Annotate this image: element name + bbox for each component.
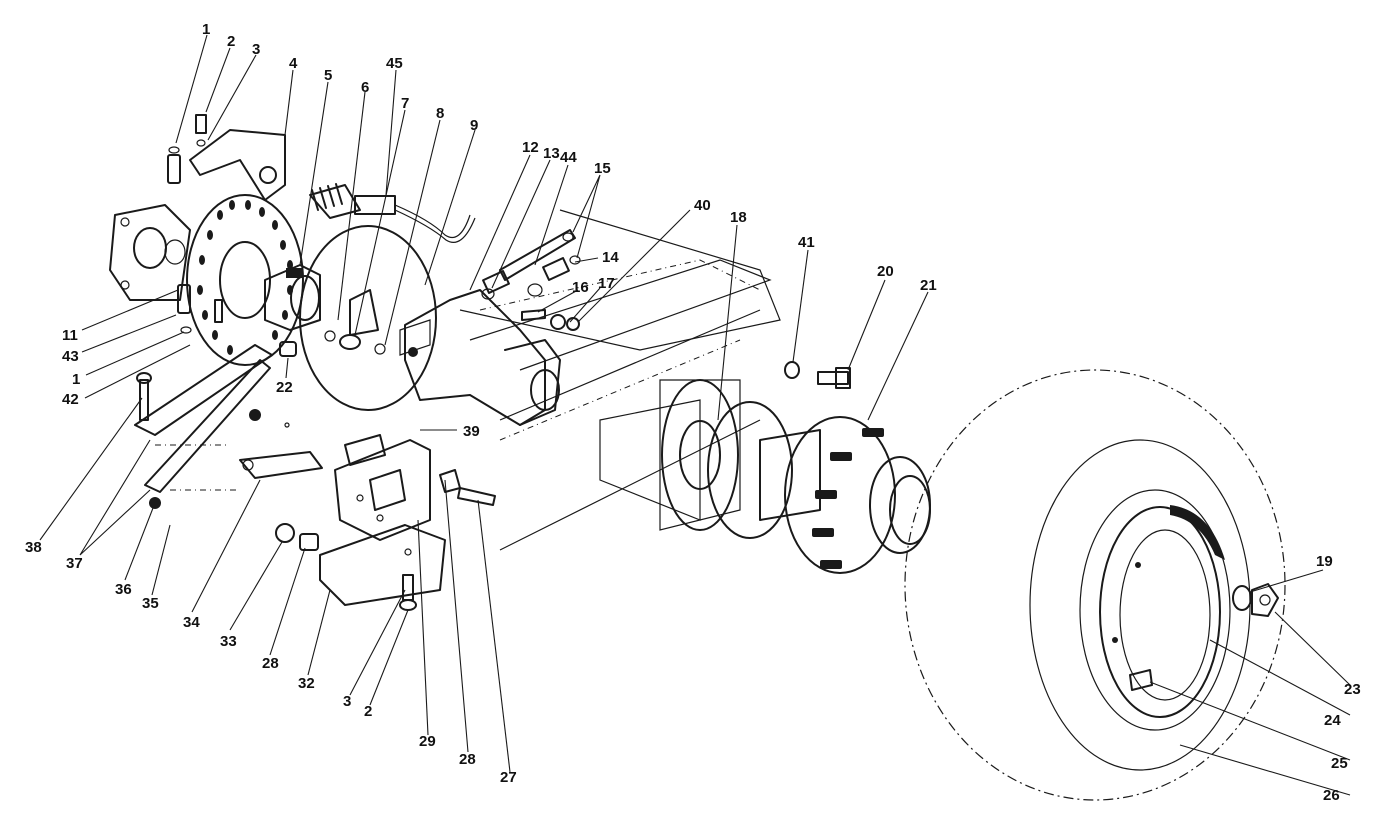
callout-5: 5 — [324, 67, 332, 84]
axle-housing — [399, 289, 561, 426]
callout-43: 43 — [62, 348, 79, 365]
callout-20: 20 — [877, 263, 894, 280]
callout-15: 15 — [594, 160, 611, 177]
mount-bracket — [189, 129, 286, 201]
callout-14: 14 — [602, 249, 619, 266]
brake-disc — [186, 194, 304, 366]
callout-28-right: 28 — [459, 751, 476, 768]
callout-3-top: 3 — [252, 41, 260, 58]
leader-lines — [39, 34, 1351, 796]
callout-labels: 1 2 3 4 5 6 45 7 8 9 12 13 44 15 40 18 4… — [25, 21, 1361, 804]
bracket-bolt — [399, 574, 417, 611]
callout-6: 6 — [361, 79, 369, 96]
callout-17: 17 — [598, 275, 615, 292]
callout-37: 37 — [66, 555, 83, 572]
callout-38: 38 — [25, 539, 42, 556]
callout-45: 45 — [386, 55, 403, 72]
callout-27: 27 — [500, 769, 517, 786]
brake-plate — [299, 225, 437, 411]
callout-28-left: 28 — [262, 655, 279, 672]
hub-bolt — [784, 361, 851, 389]
callout-33: 33 — [220, 633, 237, 650]
linkage-arms — [134, 344, 323, 509]
grease-fitting-lower — [177, 284, 192, 334]
callout-41: 41 — [798, 234, 815, 251]
small-parts-left — [214, 299, 319, 551]
wheel-nut-washer — [1232, 583, 1279, 617]
grease-fitting-upper — [167, 114, 207, 184]
hub-collar — [264, 264, 321, 331]
wheel-hub — [707, 401, 931, 574]
callout-25: 25 — [1331, 755, 1348, 772]
callout-4: 4 — [289, 55, 298, 72]
bearing-housing — [109, 204, 191, 301]
callout-16: 16 — [572, 279, 589, 296]
callout-9: 9 — [470, 117, 478, 134]
callout-2-top: 2 — [227, 33, 235, 50]
flange — [661, 379, 739, 531]
callout-23: 23 — [1344, 681, 1361, 698]
callout-40: 40 — [694, 197, 711, 214]
callout-44: 44 — [560, 149, 577, 166]
callout-3-bottom: 3 — [343, 693, 351, 710]
callout-36: 36 — [115, 581, 132, 598]
callout-13: 13 — [543, 145, 560, 162]
callout-2-bottom: 2 — [364, 703, 372, 720]
callout-35: 35 — [142, 595, 159, 612]
callout-29: 29 — [419, 733, 436, 750]
callout-12: 12 — [522, 139, 539, 156]
shaft-assembly — [481, 229, 581, 331]
callout-8: 8 — [436, 105, 444, 122]
callout-1-top: 1 — [202, 21, 210, 38]
callout-34: 34 — [183, 614, 200, 631]
pedal-bracket — [319, 434, 496, 606]
callout-19: 19 — [1316, 553, 1333, 570]
callout-1-left: 1 — [72, 371, 80, 388]
callout-42: 42 — [62, 391, 79, 408]
frame-outline — [459, 209, 781, 551]
tire — [904, 369, 1286, 801]
callout-21: 21 — [920, 277, 937, 294]
callout-39: 39 — [463, 423, 480, 440]
callout-22: 22 — [276, 379, 293, 396]
brake-cable — [309, 183, 476, 243]
callout-11: 11 — [62, 327, 78, 344]
callout-18: 18 — [730, 209, 747, 226]
callout-7: 7 — [401, 95, 409, 112]
callout-32: 32 — [298, 675, 315, 692]
callout-24: 24 — [1324, 712, 1341, 729]
callout-26: 26 — [1323, 787, 1340, 804]
